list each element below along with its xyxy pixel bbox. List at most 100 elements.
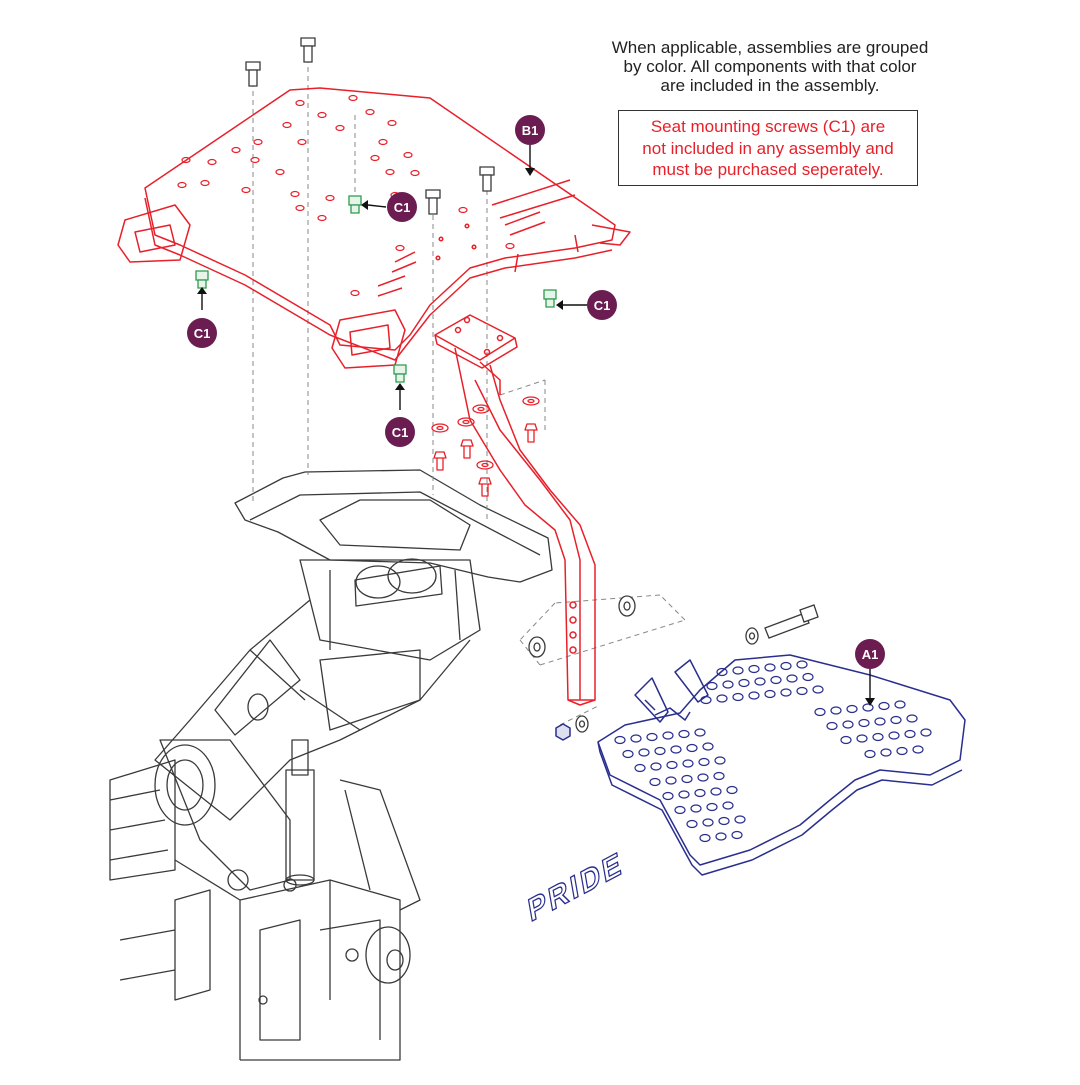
footplate-hole bbox=[634, 763, 646, 773]
footplate-hole bbox=[662, 731, 674, 740]
footplate-hole bbox=[754, 677, 766, 686]
footplate-hole bbox=[764, 689, 776, 699]
callout-arrowheads bbox=[197, 168, 875, 706]
footplate-hole bbox=[702, 742, 714, 751]
note-line: are included in the assembly. bbox=[660, 76, 880, 95]
screw-icon bbox=[543, 289, 557, 308]
footplate-holes bbox=[614, 660, 932, 843]
footplate-hole bbox=[888, 731, 900, 740]
footplate-hole bbox=[678, 729, 690, 739]
footplate-hole bbox=[814, 707, 826, 717]
footplate-hole bbox=[731, 830, 743, 840]
callout-a1-label: A1 bbox=[862, 647, 879, 662]
footplate-hole bbox=[802, 672, 814, 682]
footplate-hole bbox=[681, 774, 693, 784]
footplate-hole bbox=[864, 749, 876, 759]
footplate-hole bbox=[920, 728, 932, 737]
footplate-hole bbox=[699, 833, 711, 843]
footplate-hole bbox=[706, 802, 718, 812]
footplate-hole bbox=[630, 734, 642, 743]
callout-b1: B1 bbox=[515, 115, 545, 145]
footplate-hole bbox=[666, 760, 678, 770]
footplate-hole bbox=[878, 701, 890, 711]
callout-c1-right: C1 bbox=[587, 290, 617, 320]
footplate-assembly-a1 bbox=[555, 654, 966, 876]
callout-c1-label: C1 bbox=[194, 326, 211, 341]
footplate-hole bbox=[678, 790, 690, 799]
callout-c1-bottom: C1 bbox=[385, 417, 415, 447]
footplate-hole bbox=[726, 785, 738, 795]
callout-b1-label: B1 bbox=[522, 123, 539, 138]
footplate-hole bbox=[780, 688, 792, 697]
screw-icon bbox=[195, 270, 209, 289]
footplate-hole bbox=[894, 700, 906, 709]
footplate-hole bbox=[638, 748, 650, 757]
footplate-hole bbox=[694, 788, 706, 798]
footplate-hole bbox=[614, 735, 626, 745]
footplate-hole bbox=[846, 704, 858, 714]
footplate-hole bbox=[912, 745, 924, 754]
footplate-hole bbox=[764, 663, 776, 672]
base-column bbox=[154, 599, 471, 821]
base-gearbox bbox=[299, 559, 481, 661]
footplate-outline bbox=[597, 654, 966, 866]
footplate-hole bbox=[796, 660, 808, 669]
bolt-icon bbox=[479, 166, 495, 192]
footplate-hole bbox=[826, 721, 838, 731]
footplate-hole bbox=[812, 685, 824, 694]
footplate-nut bbox=[555, 723, 571, 741]
footplate-hole bbox=[872, 732, 884, 742]
bolt-icon bbox=[425, 189, 441, 215]
screws-warning-box: Seat mounting screws (C1) are not includ… bbox=[618, 110, 918, 186]
screw-icon bbox=[393, 364, 407, 383]
footplate-hole bbox=[646, 732, 658, 742]
footplate-hole bbox=[682, 759, 694, 768]
footplate-hole bbox=[856, 734, 868, 743]
footplate-hole bbox=[732, 692, 744, 702]
footplate-hole bbox=[840, 735, 852, 745]
footplate-hole bbox=[732, 666, 744, 675]
footplate-hole bbox=[706, 681, 718, 691]
footplate-hole bbox=[665, 776, 677, 785]
footplate-hole bbox=[649, 777, 661, 787]
footplate-hole bbox=[862, 703, 874, 712]
callout-a1: A1 bbox=[855, 639, 885, 669]
warning-line: Seat mounting screws (C1) are bbox=[650, 117, 886, 136]
footplate-hole bbox=[842, 720, 854, 729]
footplate-hole bbox=[722, 680, 734, 689]
base-actuator bbox=[285, 769, 315, 881]
warning-line: must be purchased seperately. bbox=[652, 160, 884, 179]
note-line: by color. All components with that color bbox=[623, 57, 917, 76]
footplate-hole bbox=[734, 815, 746, 824]
footplate-hole bbox=[715, 832, 727, 841]
footplate-hole bbox=[702, 818, 714, 827]
footplate-brand-text: PRIDE bbox=[526, 844, 626, 929]
footplate-hole bbox=[748, 664, 760, 674]
screw-icon bbox=[348, 195, 362, 214]
footplate-hole bbox=[674, 805, 686, 815]
footplate-hole bbox=[874, 717, 886, 726]
footplate-hole bbox=[713, 771, 725, 781]
footplate-hole bbox=[722, 801, 734, 810]
footplate-hole bbox=[698, 757, 710, 767]
footplate-hole bbox=[780, 661, 792, 671]
footplate-hole bbox=[890, 715, 902, 725]
footplate-hole bbox=[896, 746, 908, 756]
footplate-hole bbox=[748, 691, 760, 700]
callout-c1-left: C1 bbox=[187, 318, 217, 348]
footplate-hole bbox=[670, 745, 682, 754]
assembly-color-note: When applicable, assemblies are grouped … bbox=[560, 38, 980, 95]
footplate-hole bbox=[697, 773, 709, 782]
base-chassis bbox=[109, 759, 176, 881]
footplate-hole bbox=[738, 678, 750, 688]
footplate-hole bbox=[690, 804, 702, 813]
seat-mounting-screws-c1 bbox=[195, 195, 557, 383]
footplate-hole bbox=[686, 743, 698, 753]
seat-handle-left bbox=[117, 204, 191, 263]
base-mounting-plate bbox=[234, 469, 553, 583]
hex-bolt bbox=[764, 612, 810, 639]
callout-c1-label: C1 bbox=[394, 200, 411, 215]
footplate-hole bbox=[906, 714, 918, 723]
